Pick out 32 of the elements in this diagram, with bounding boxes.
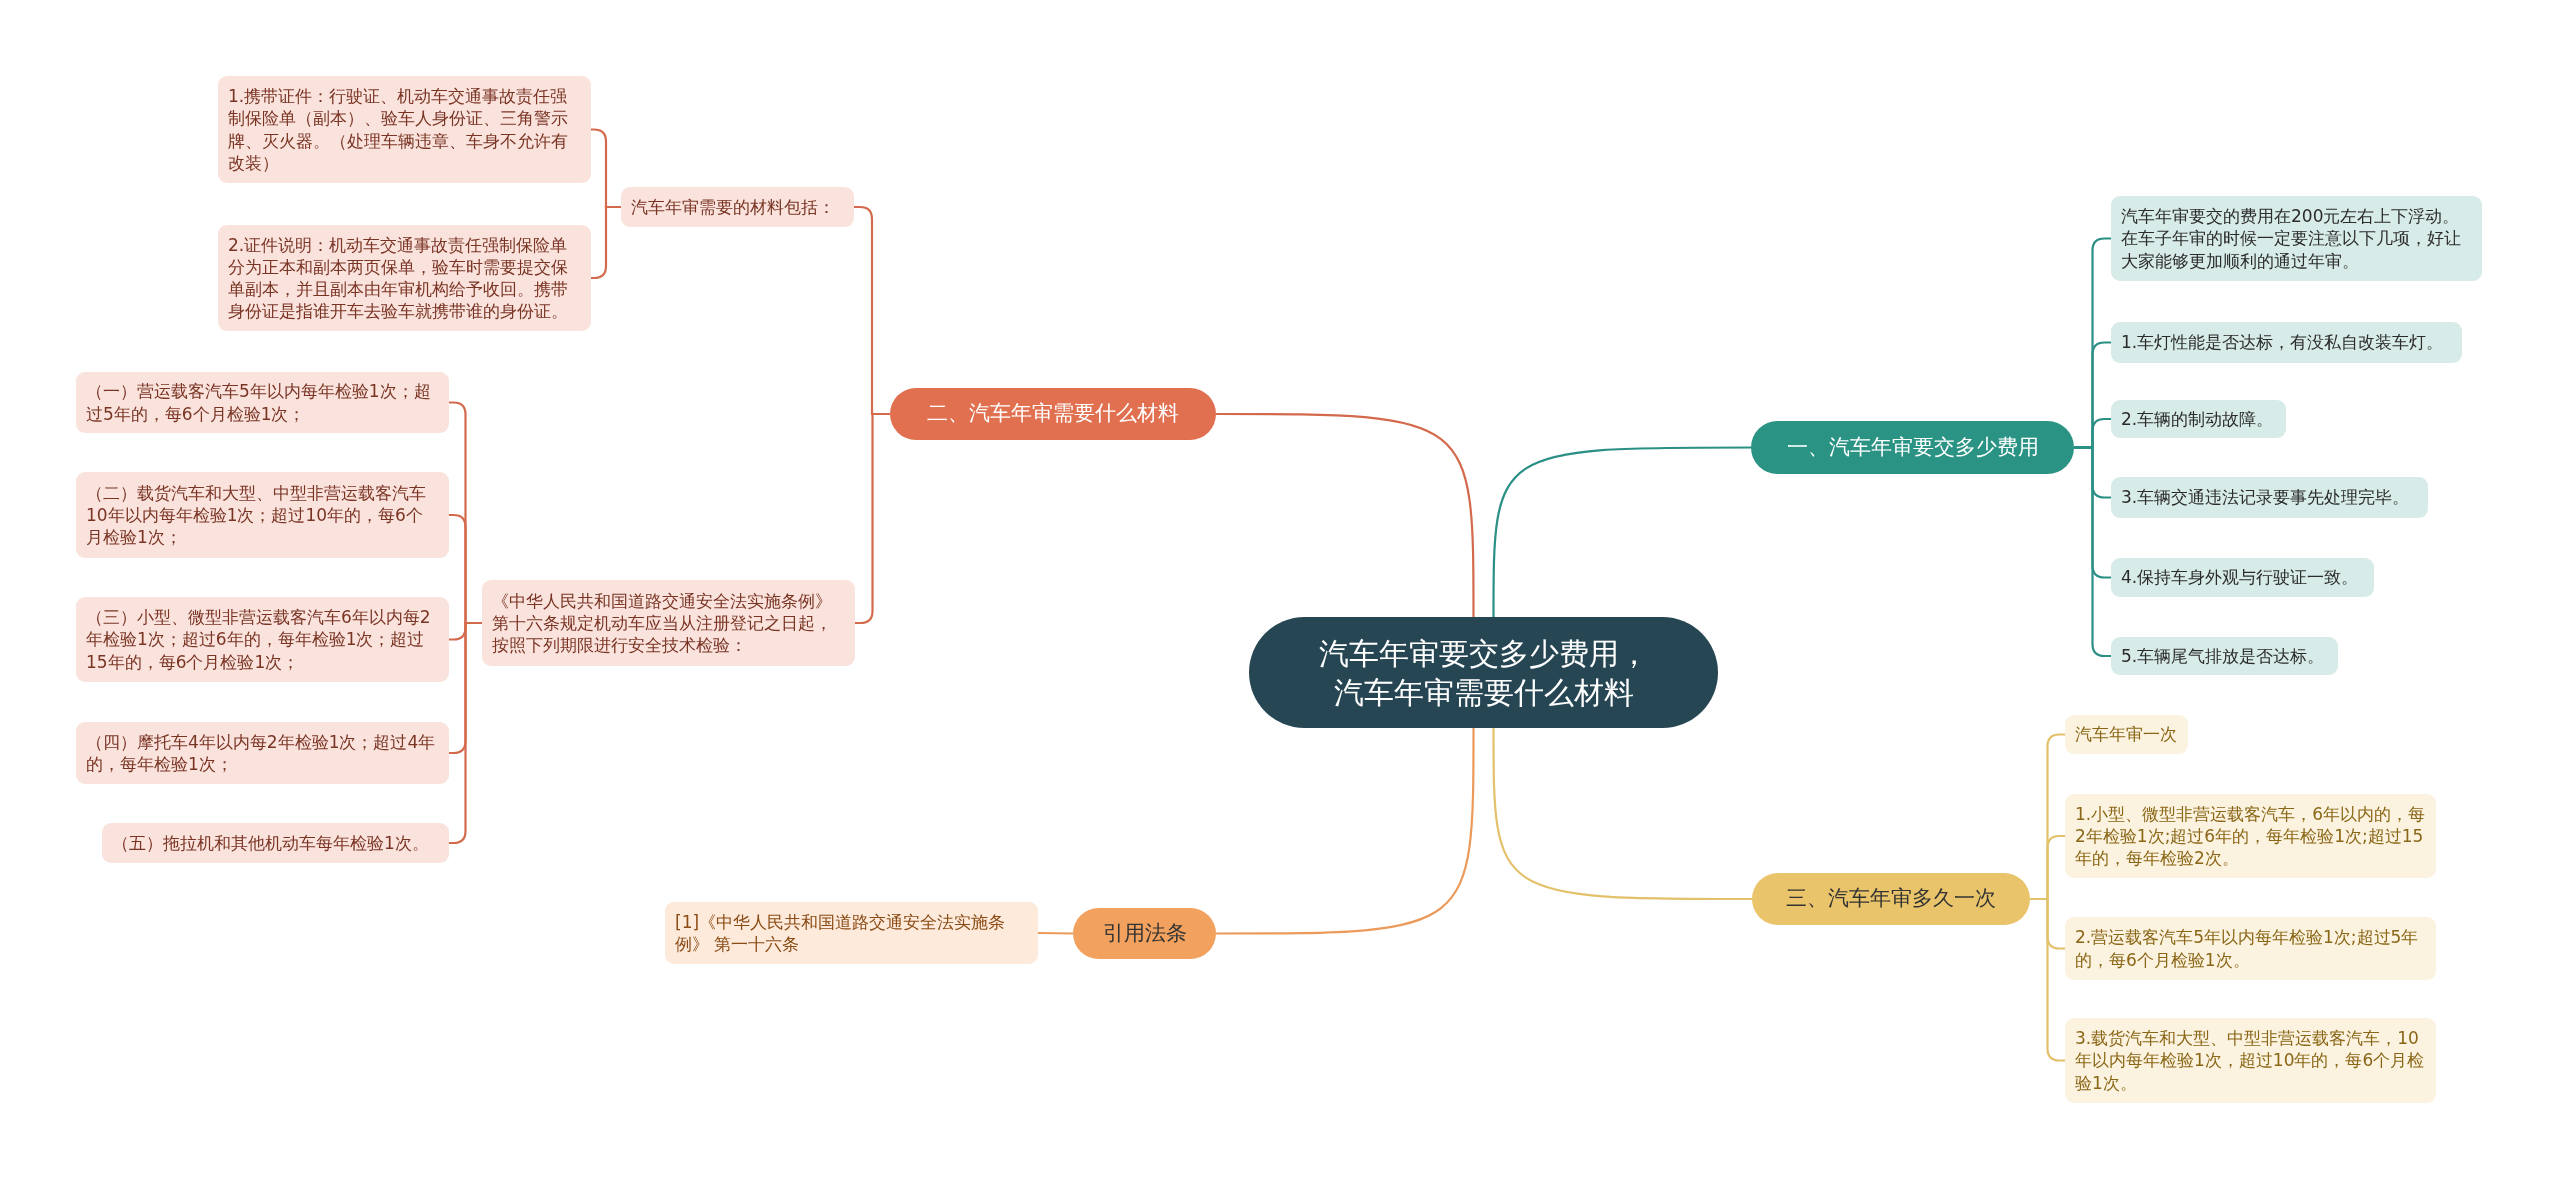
connector: [2074, 446, 2111, 658]
topic-box: （二）载货汽车和大型、中型非营运载客汽车10年以内每年检验1次；超过10年的，每6个月检验1次；: [76, 472, 449, 558]
topic-box: 汽车年审一次: [2065, 715, 2188, 754]
topic-box: 《中华人民共和国道路交通安全法实施条例》第十六条规定机动车应当从注册登记之日起，按照下列期限进行安全技术检验：: [482, 580, 855, 666]
branch-topic: 二、汽车年审需要什么材料: [890, 388, 1216, 440]
topic-box: 5.车辆尾气排放是否达标。: [2111, 637, 2338, 675]
topic-box: 2.证件说明：机动车交通事故责任强制保险单分为正本和副本两页保单，验车时需要提交保单副本，并且副本由年审机构给予收回。携带身份证是指谁开车去验车就携带谁的身份证。: [218, 225, 591, 331]
topic-box: 2.营运载客汽车5年以内每年检验1次;超过5年的，每6个月检验1次。: [2065, 917, 2436, 980]
topic-box: （一）营运载客汽车5年以内每年检验1次；超过5年的，每6个月检验1次；: [76, 372, 449, 433]
branch-topic: 引用法条: [1073, 908, 1216, 959]
topic-box: （三）小型、微型非营运载客汽车6年以内每2年检验1次；超过6年的，每年检验1次；超过15年的，每6个月检验1次；: [76, 597, 449, 682]
topic-box: 3.车辆交通违法记录要事先处理完毕。: [2111, 477, 2428, 518]
branch-topic: 一、汽车年审要交多少费用: [1751, 421, 2074, 474]
connector: [1038, 931, 1073, 935]
topic-box: 1.车灯性能是否达标，有没私自改装车灯。: [2111, 322, 2462, 363]
topic-box: 汽车年审需要的材料包括：: [621, 187, 854, 227]
topic-box: 2.车辆的制动故障。: [2111, 400, 2286, 438]
connector: [1216, 728, 1475, 935]
connector: [1216, 412, 1475, 617]
topic-box: 汽车年审要交的费用在200元左右上下浮动。在车子年审的时候一定要注意以下几项，好让大家能够更加顺利的通过年审。: [2111, 196, 2482, 281]
connector: [1492, 728, 1752, 901]
topic-box: （五）拖拉机和其他机动车每年检验1次。: [102, 823, 449, 863]
topic-box: 4.保持车身外观与行驶证一致。: [2111, 558, 2374, 597]
connector: [591, 205, 621, 280]
topic-box: 3.载货汽车和大型、中型非营运载客汽车，10年以内每年检验1次，超过10年的，每6个月检验1次。: [2065, 1018, 2436, 1103]
topic-box: （四）摩托车4年以内每2年检验1次；超过4年的，每年检验1次；: [76, 722, 449, 784]
topic-box: 1.小型、微型非营运载客汽车，6年以内的，每2年检验1次;超过6年的，每年检验1次;超过15年的，每年检验2次。: [2065, 794, 2436, 878]
topic-box: 1.携带证件：行驶证、机动车交通事故责任强制保险单（副本）、验车人身份证、三角警示牌、灭火器。（处理车辆违章、车身不允许有改装）: [218, 76, 591, 183]
topic-box: [1]《中华人民共和国道路交通安全法实施条例》 第一十六条: [665, 902, 1038, 964]
connector: [1492, 446, 1751, 617]
branch-topic: 三、汽车年审多久一次: [1752, 873, 2030, 925]
central-topic: 汽车年审要交多少费用，汽车年审需要什么材料: [1249, 617, 1718, 728]
